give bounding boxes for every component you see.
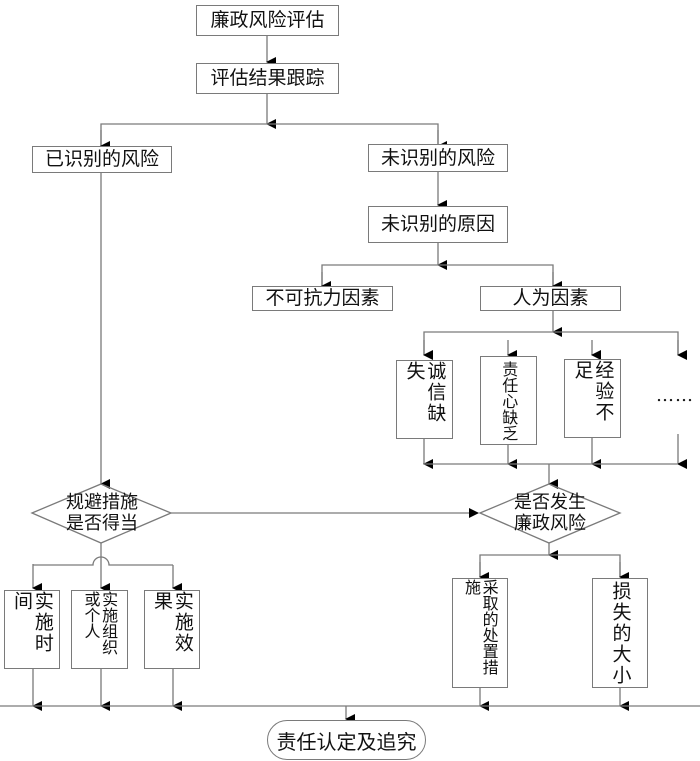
split-line-factors [321, 264, 554, 286]
decision-avoidance-label: 规避措施 是否得当 [60, 492, 144, 534]
node-label: 实施组织或个人 [81, 591, 119, 655]
node-force-majeure: 不可抗力因素 [252, 286, 393, 311]
split-line-human [423, 331, 679, 354]
node-label: 责任认定及追究 [276, 729, 417, 754]
decision-line-1: 是否发生 [514, 492, 586, 513]
node-label: 诚信缺失 [403, 361, 447, 424]
node-human-factors: 人为因素 [480, 286, 621, 311]
node-implementing-org-or-person: 实施组织或个人 [71, 590, 128, 669]
node-label: 评估结果跟踪 [210, 67, 325, 89]
decision-occurrence-label: 是否发生 廉政风险 [508, 492, 592, 534]
terminal-responsibility-accountability: 责任认定及追究 [267, 720, 426, 760]
decision-line-1: 规避措施 [66, 492, 138, 513]
node-label: 未识别的原因 [380, 213, 495, 235]
decision-line-2: 是否得当 [66, 512, 138, 534]
node-label: 采取的处置措施 [462, 579, 499, 675]
node-unidentified-reason: 未识别的原因 [368, 206, 508, 243]
node-lack-of-integrity: 诚信缺失 [396, 360, 453, 439]
node-label: 人为因素 [512, 287, 589, 309]
node-label: 责任心缺乏 [499, 360, 519, 441]
node-measures-taken: 采取的处置措施 [452, 578, 508, 688]
node-label: 已识别的风险 [44, 148, 159, 170]
node-label: 实施时间 [11, 591, 54, 654]
node-label: 未识别的风险 [380, 146, 495, 169]
split-line-risk [100, 123, 439, 146]
node-label: 廉政风险评估 [210, 9, 325, 31]
node-lack-of-responsibility: 责任心缺乏 [480, 356, 537, 445]
node-label: 不可抗力因素 [265, 287, 380, 309]
decision-line-2: 廉政风险 [514, 512, 586, 534]
node-implementation-effect: 实施效果 [144, 590, 200, 669]
node-implementation-time: 实施时间 [4, 590, 60, 669]
node-label: 实施效果 [151, 591, 194, 654]
more-items-ellipsis: …… [656, 385, 694, 406]
node-result-tracking: 评估结果跟踪 [196, 63, 339, 94]
decision-diamond-occurrence [478, 483, 622, 544]
node-unidentified-risk: 未识别的风险 [368, 144, 508, 172]
node-lack-of-experience: 经验不足 [564, 359, 621, 438]
node-identified-risk: 已识别的风险 [32, 146, 172, 173]
node-label: 损失的大小 [609, 580, 632, 686]
node-label: 经验不足 [571, 360, 615, 423]
node-integrity-risk-assessment: 廉政风险评估 [196, 5, 339, 36]
node-extent-of-loss: 损失的大小 [592, 578, 648, 688]
